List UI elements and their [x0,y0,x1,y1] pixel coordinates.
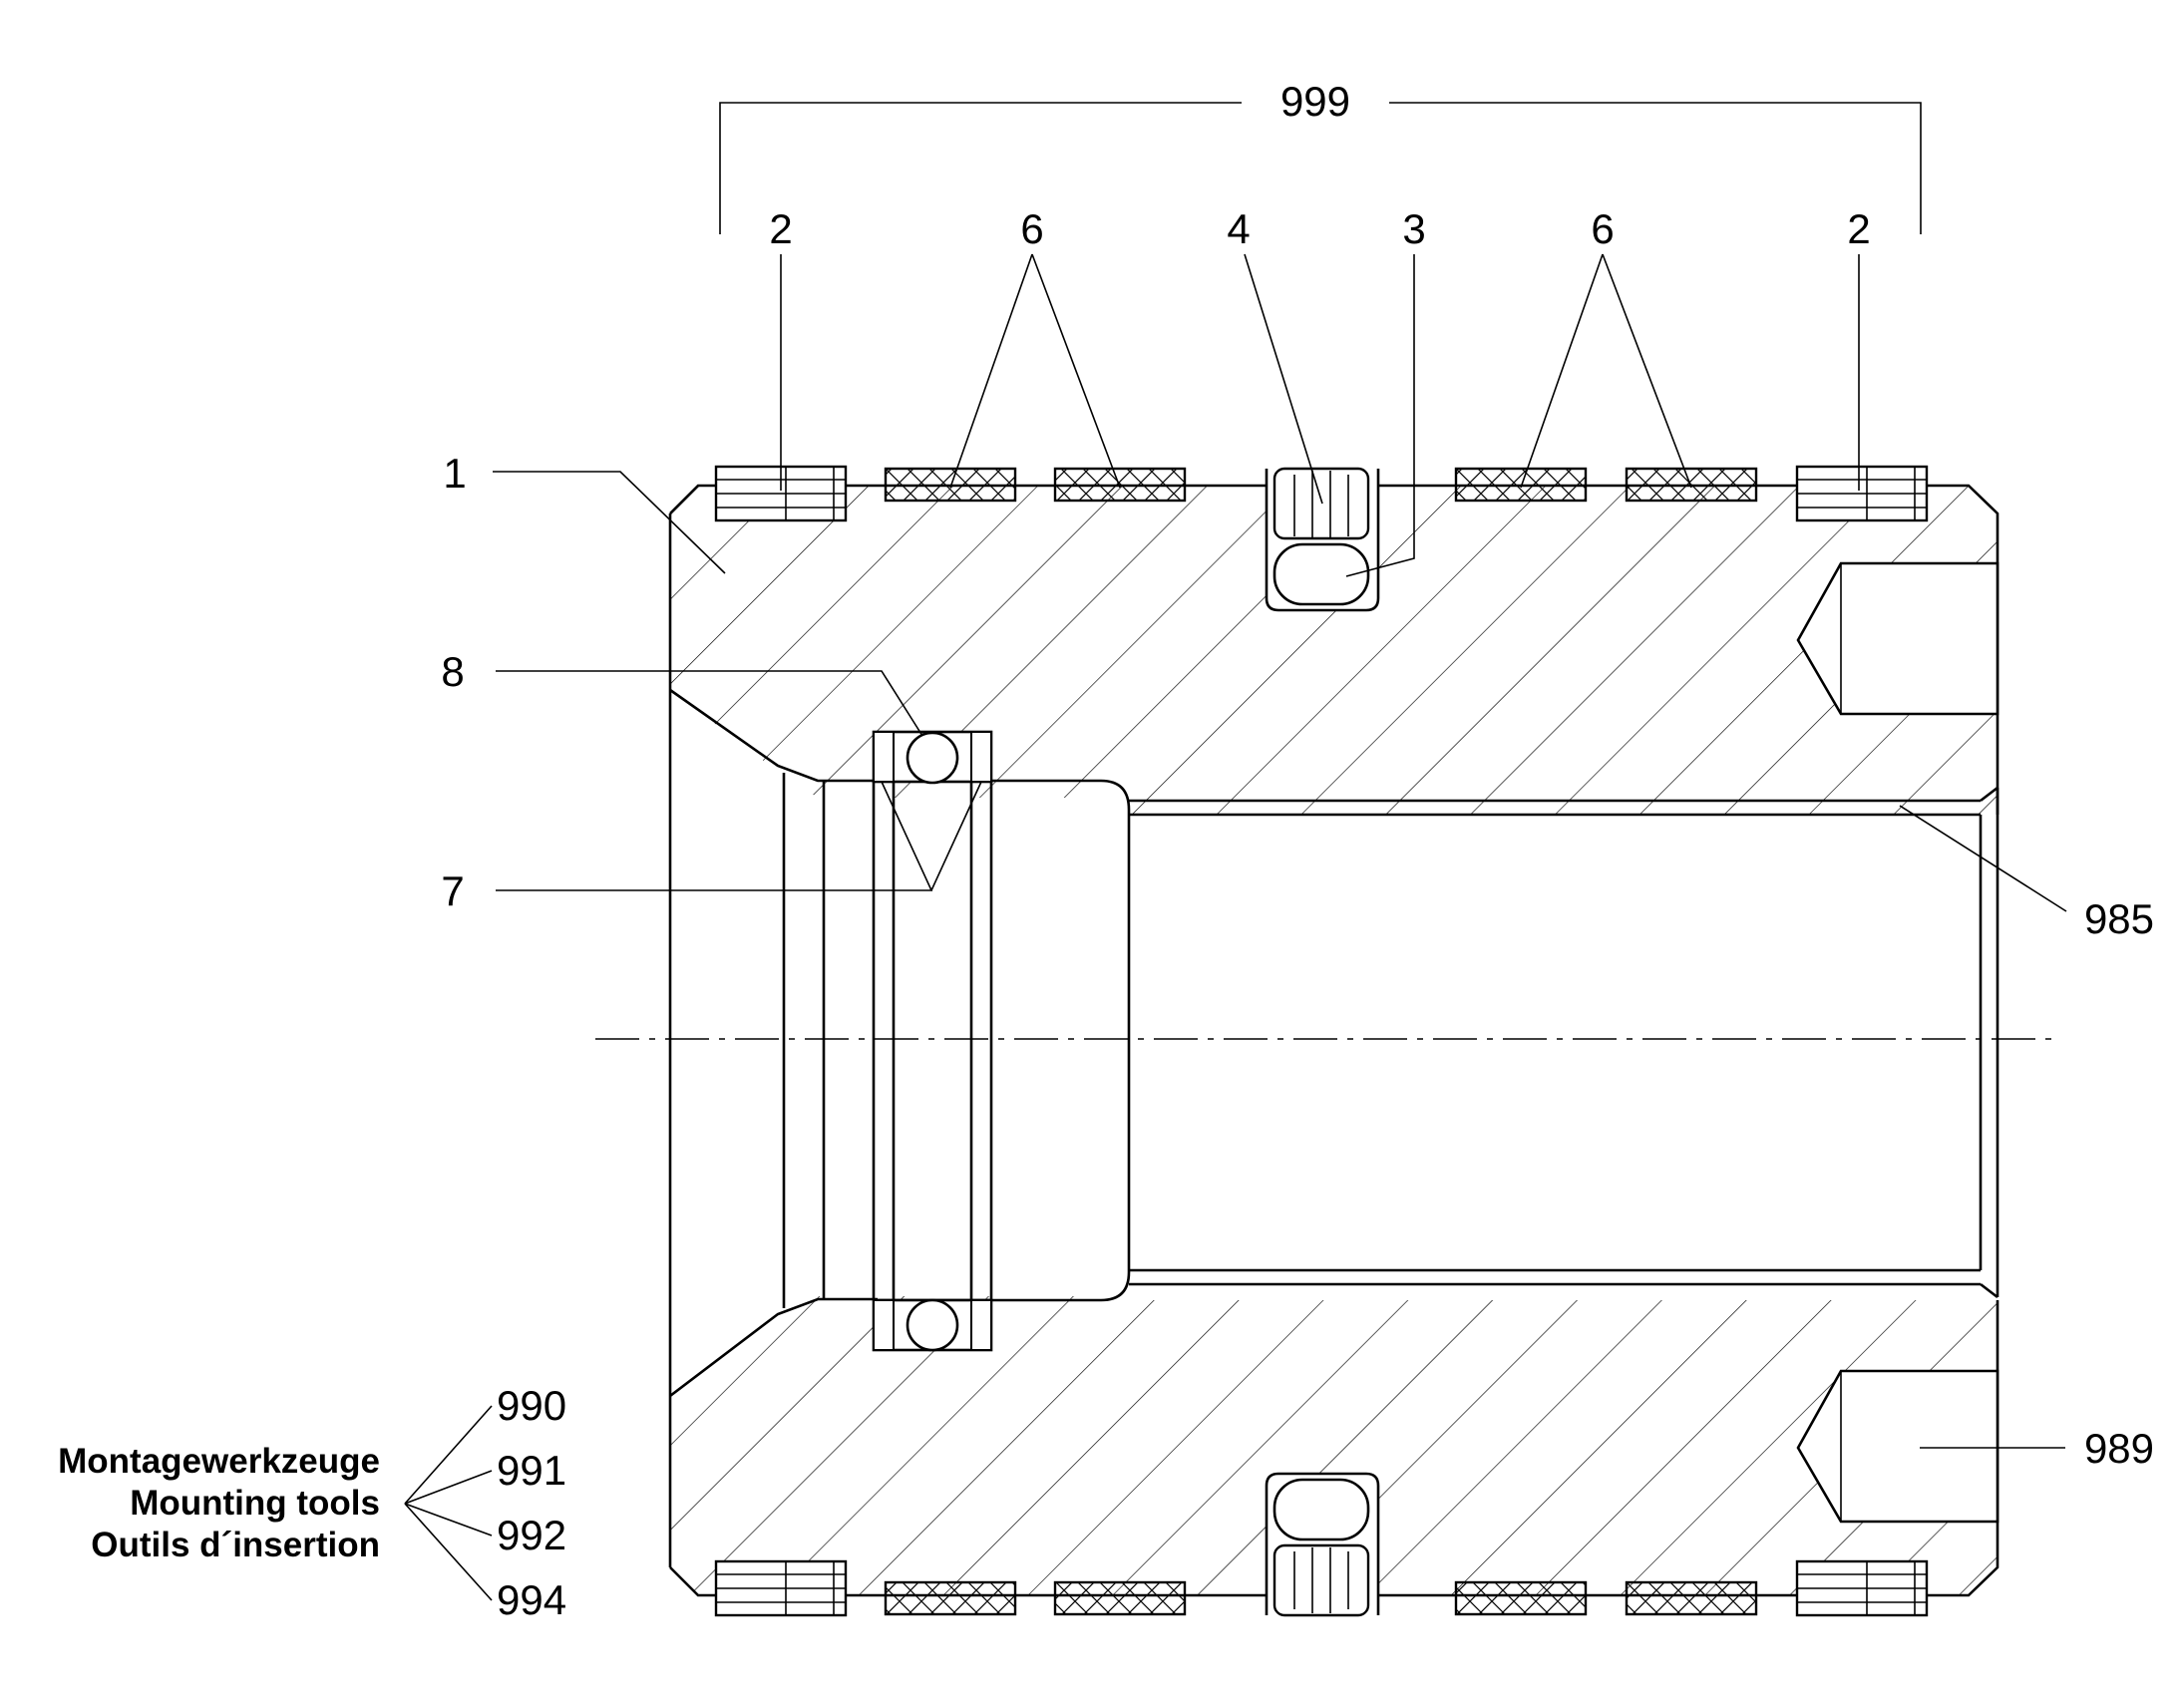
label-threaded-hole: 989 [2084,1425,2154,1472]
threaded-hole-bottom [1796,1369,1999,1524]
label-guide-rings-left: 6 [1020,205,1043,252]
housing-left-face [668,513,878,1567]
label-bore-surface: 985 [2084,895,2154,942]
label-tool-991: 991 [497,1447,566,1494]
label-o-ring: 3 [1402,205,1425,252]
leader-lines [404,253,2067,1601]
inner-seal-groove [872,730,993,1352]
label-tool-994: 994 [497,1576,566,1623]
threaded-hole-top [1796,561,1999,716]
outer-seal-top-right [1795,465,1929,522]
guide-rings-bottom [884,1580,1758,1616]
label-tool-990: 990 [497,1382,566,1429]
label-guide-rings-right: 6 [1591,205,1614,252]
assembly-label: 999 [1280,78,1350,125]
label-backup-ring: 4 [1227,205,1250,252]
legend-english: Mounting tools [130,1484,380,1523]
outer-seal-bottom-left [714,1559,848,1617]
label-housing: 1 [443,450,466,497]
legend-french: Outils d´insertion [91,1526,380,1564]
label-retaining-rings: 7 [441,867,464,914]
outer-seal-bottom-right [1795,1559,1929,1617]
guide-rings-top [884,467,1758,503]
legend-german: Montagewerkzeuge [58,1442,380,1481]
oring-groove-top [1265,467,1380,612]
oring-groove-bottom [1265,1472,1380,1617]
inner-bore [878,779,1999,1302]
label-o-ring-inner: 8 [441,648,464,695]
label-tool-992: 992 [497,1512,566,1558]
assembly-bracket [719,102,1922,234]
label-outer-seal-right: 2 [1847,205,1870,252]
label-outer-seal-left: 2 [769,205,792,252]
